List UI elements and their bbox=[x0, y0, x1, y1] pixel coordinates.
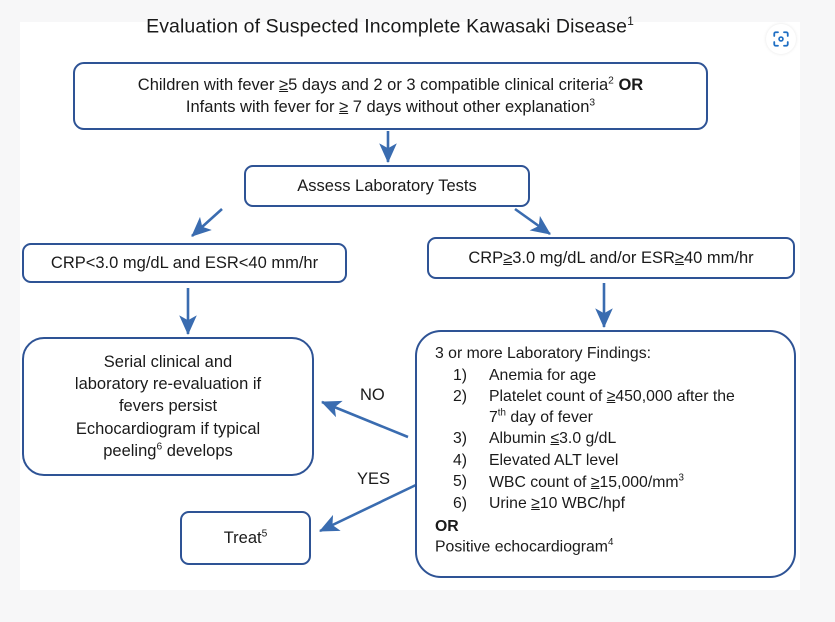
criteria-line-2-ge: ≥ bbox=[339, 98, 349, 116]
findings-item-1-text: Anemia for age bbox=[489, 366, 597, 384]
findings-heading: 3 or more Laboratory Findings: bbox=[435, 345, 651, 362]
node-treat-label-wrap: Treat5 bbox=[224, 527, 268, 549]
findings-item-5-number: 5) bbox=[453, 473, 468, 491]
findings-item-4-text: Elevated ALT level bbox=[489, 451, 619, 469]
page-title-superscript: 1 bbox=[627, 14, 634, 28]
criteria-line-2: Infants with fever for ≥ 7 days without … bbox=[138, 96, 643, 118]
criteria-line-1-prefix: Children with fever bbox=[137, 75, 280, 94]
serial-line-4: Echocardiogram if typical bbox=[75, 419, 261, 438]
node-treat[interactable]: Treat5 bbox=[180, 511, 311, 565]
crp-high-ge-2: ≥ bbox=[674, 248, 684, 267]
serial-line-1: Serial clinical and bbox=[103, 353, 233, 372]
edge-label-no: NO bbox=[360, 386, 385, 404]
page-title-text: Evaluation of Suspected Incomplete Kawas… bbox=[146, 15, 628, 38]
node-crp-esr-low[interactable]: CRP<3.0 mg/dL and ESR<40 mm/hr bbox=[22, 243, 347, 283]
findings-item-1-number: 1) bbox=[453, 366, 468, 384]
serial-line-5-suffix: develops bbox=[162, 441, 233, 460]
node-treat-label: Treat bbox=[223, 528, 262, 547]
node-assess-laboratory-tests[interactable]: Assess Laboratory Tests bbox=[244, 165, 530, 207]
crp-high-ge-1: ≥ bbox=[503, 248, 513, 267]
node-laboratory-findings[interactable]: 3 or more Laboratory Findings: 1) Anemia… bbox=[415, 330, 796, 578]
serial-line-2: laboratory re-evaluation if bbox=[74, 375, 262, 394]
crp-high-middle: 3.0 mg/dL and/or ESR bbox=[512, 248, 675, 267]
node-serial-reevaluation[interactable]: Serial clinical and laboratory re-evalua… bbox=[22, 337, 314, 476]
criteria-line-2-text: 7 days without other explanation bbox=[348, 98, 590, 116]
findings-tail-text: Positive echocardiogram bbox=[435, 538, 608, 556]
criteria-line-1: Children with fever ≥5 days and 2 or 3 c… bbox=[138, 74, 643, 96]
node-inclusion-criteria[interactable]: Children with fever ≥5 days and 2 or 3 c… bbox=[73, 62, 708, 130]
findings-item-3-text: Albumin ≤3.0 g/dL bbox=[489, 430, 617, 448]
serial-line-5-superscript: 6 bbox=[156, 441, 163, 453]
node-crp-esr-low-label: CRP<3.0 mg/dL and ESR<40 mm/hr bbox=[50, 253, 319, 272]
scan-focus-icon bbox=[773, 31, 789, 47]
page-title: Evaluation of Suspected Incomplete Kawas… bbox=[60, 14, 720, 39]
node-crp-esr-high-label: CRP≥3.0 mg/dL and/or ESR≥40 mm/hr bbox=[468, 247, 753, 269]
findings-item-3-number: 3) bbox=[453, 430, 468, 448]
findings-tail-superscript: 4 bbox=[607, 537, 614, 549]
node-inclusion-criteria-body: Children with fever ≥5 days and 2 or 3 c… bbox=[138, 74, 643, 118]
findings-item-5-text: WBC count of ≥15,000/mm3 bbox=[489, 472, 684, 491]
findings-item-6-number: 6) bbox=[453, 495, 468, 513]
findings-item-2-number: 2) bbox=[453, 388, 468, 406]
list-item: 1) Anemia for age bbox=[453, 366, 780, 387]
findings-list: 1) Anemia for age 2) Platelet count of ≥… bbox=[453, 366, 780, 515]
criteria-line-2-superscript: 3 bbox=[589, 97, 596, 109]
node-treat-superscript: 5 bbox=[261, 528, 268, 540]
list-item: 3) Albumin ≤3.0 g/dL bbox=[453, 429, 780, 450]
findings-item-6-text: Urine ≥10 WBC/hpf bbox=[489, 495, 625, 513]
edge-label-yes: YES bbox=[357, 470, 391, 488]
criteria-line-1-superscript: 2 bbox=[608, 75, 614, 87]
list-item: 6) Urine ≥10 WBC/hpf bbox=[453, 494, 780, 515]
node-assess-label: Assess Laboratory Tests bbox=[297, 176, 477, 195]
criteria-line-1-text: 5 days and 2 or 3 compatible clinical cr… bbox=[288, 75, 609, 94]
serial-line-3: fevers persist bbox=[118, 397, 218, 416]
list-item: 4) Elevated ALT level bbox=[453, 451, 780, 472]
list-item: 5) WBC count of ≥15,000/mm3 bbox=[453, 472, 780, 493]
criteria-line-1-ge: ≥ bbox=[279, 75, 289, 94]
serial-line-5-prefix: peeling bbox=[103, 441, 157, 460]
crp-high-suffix: 40 mm/hr bbox=[683, 248, 754, 267]
serial-line-5: peeling6 develops bbox=[75, 440, 261, 462]
crp-high-prefix: CRP bbox=[468, 248, 504, 267]
findings-tail: Positive echocardiogram4 bbox=[435, 537, 780, 558]
findings-item-4-number: 4) bbox=[453, 451, 468, 469]
node-serial-reevaluation-body: Serial clinical and laboratory re-evalua… bbox=[75, 351, 261, 462]
scan-focus-button[interactable] bbox=[766, 24, 796, 54]
criteria-line-2-prefix: Infants with fever for bbox=[185, 98, 340, 116]
criteria-or-keyword: OR bbox=[618, 75, 644, 94]
findings-or-keyword: OR bbox=[435, 517, 459, 535]
node-crp-esr-high[interactable]: CRP≥3.0 mg/dL and/or ESR≥40 mm/hr bbox=[427, 237, 795, 279]
